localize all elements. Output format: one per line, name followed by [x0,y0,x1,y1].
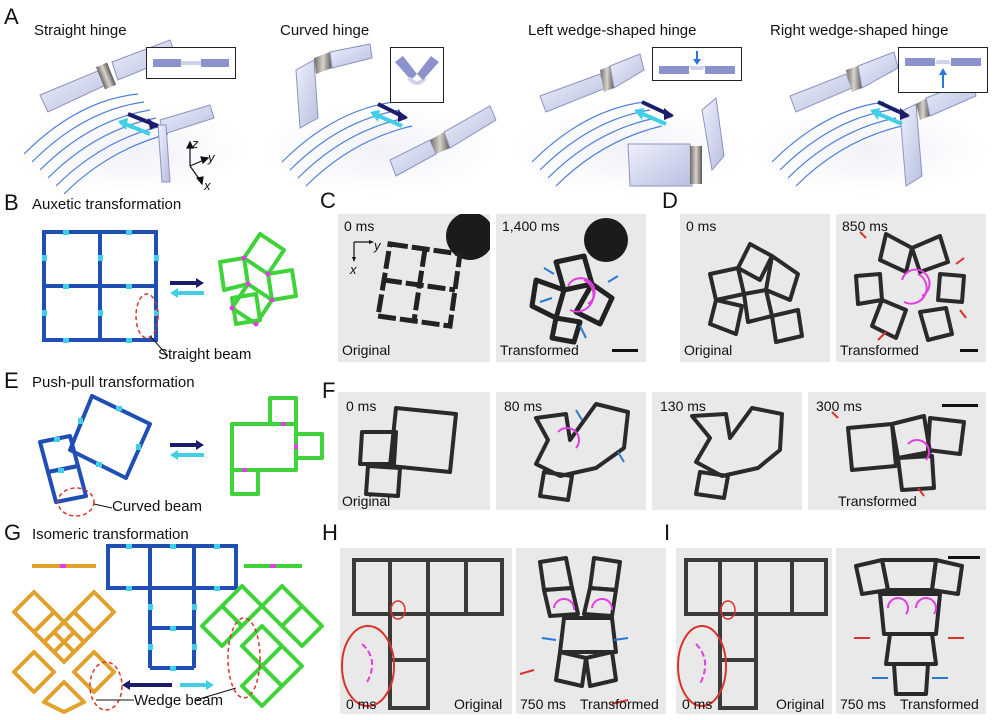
hinge-title-straight: Straight hinge [34,22,127,39]
right-wedge-hinge-render [750,51,990,195]
panel-c-state-transformed: Transformed [500,342,579,358]
panel-e-diagram [38,394,324,517]
panel-i-scale-bar [948,556,980,559]
panel-e-title: Push-pull transformation [32,374,195,391]
hinge-title-right-wedge: Right wedge-shaped hinge [770,22,949,39]
panel-d-time-0: 0 ms [686,218,717,234]
panel-i-state-original: Original [776,696,825,712]
panel-b-diagram [42,230,298,357]
panel-d-label: D [662,188,678,213]
panel-f-time-3: 300 ms [816,398,862,414]
straight-beam-callout: Straight beam [158,346,252,363]
panel-c-label: C [320,188,336,213]
panel-g-diagram [12,544,324,714]
panel-c-axis-x: x [350,262,357,277]
panel-d-time-1: 850 ms [842,218,888,234]
panel-f-photo-3 [808,392,986,510]
inset-right-wedge-hinge [898,47,988,93]
panel-h-photo-original [340,548,512,714]
panel-b-title: Auxetic transformation [32,196,182,213]
axis-z-label: z [192,136,199,151]
panel-c-axes-icon [352,240,374,262]
panel-a-renders [10,39,990,195]
inset-straight-hinge [146,47,236,79]
panel-h-label: H [322,520,338,545]
axis-x-label: x [204,178,211,193]
hinge-title-curved: Curved hinge [280,22,370,39]
panel-i-label: I [664,520,671,545]
panel-i-photo-original [676,548,832,714]
panel-d-state-transformed: Transformed [840,342,919,358]
panel-c-time-1: 1,400 ms [502,218,560,234]
panel-d-scale-bar [960,349,978,352]
panel-c-axis-y: y [374,238,381,253]
panel-c-photo-original [338,214,490,362]
panel-d-photo-transformed [836,214,986,362]
left-wedge-hinge-render [510,53,750,195]
panel-h-time-0: 0 ms [346,696,377,712]
curved-beam-callout: Curved beam [112,498,203,515]
panel-c-time-0: 0 ms [344,218,375,234]
panel-f-photo-0 [338,392,490,510]
panel-d-state-original: Original [684,342,733,358]
panel-c-state-original: Original [342,342,391,358]
axis-y-label: y [208,150,215,165]
hinge-title-left-wedge: Left wedge-shaped hinge [528,22,697,39]
panel-i-time-1: 750 ms [840,696,886,712]
panel-e-label: E [4,368,19,393]
panel-f-time-1: 80 ms [504,398,543,414]
inset-curved-hinge [390,47,444,103]
straight-hinge-render [10,39,250,195]
panel-f-state-transformed: Transformed [838,493,917,509]
panel-a-label: A [4,4,19,29]
panel-f-photo-2 [652,392,802,510]
panel-f-time-2: 130 ms [660,398,706,414]
panel-c-photo-transformed [496,214,646,362]
panel-f-state-original: Original [342,493,391,509]
panel-f-photo-1 [496,392,646,510]
panel-f-label: F [322,378,336,403]
inset-left-wedge-hinge [652,47,742,81]
panel-i-time-0: 0 ms [682,696,713,712]
panel-g-title: Isomeric transformation [32,526,189,543]
panel-c-scale-bar [612,349,638,352]
panel-f-time-0: 0 ms [346,398,377,414]
wedge-beam-callout: Wedge beam [134,692,223,709]
panel-i-state-transformed: Transformed [900,696,979,712]
panel-h-time-1: 750 ms [520,696,566,712]
panel-g-label: G [4,520,22,545]
panel-b-label: B [4,190,19,215]
panel-f-scale-bar [942,404,978,407]
panel-d-photo-original [680,214,830,362]
panel-h-state-original: Original [454,696,503,712]
panel-h-photo-transformed [516,548,666,714]
panel-h-state-transformed: Transformed [580,696,659,712]
curved-hinge-render [260,43,500,195]
panel-i-photo-transformed [836,548,986,714]
